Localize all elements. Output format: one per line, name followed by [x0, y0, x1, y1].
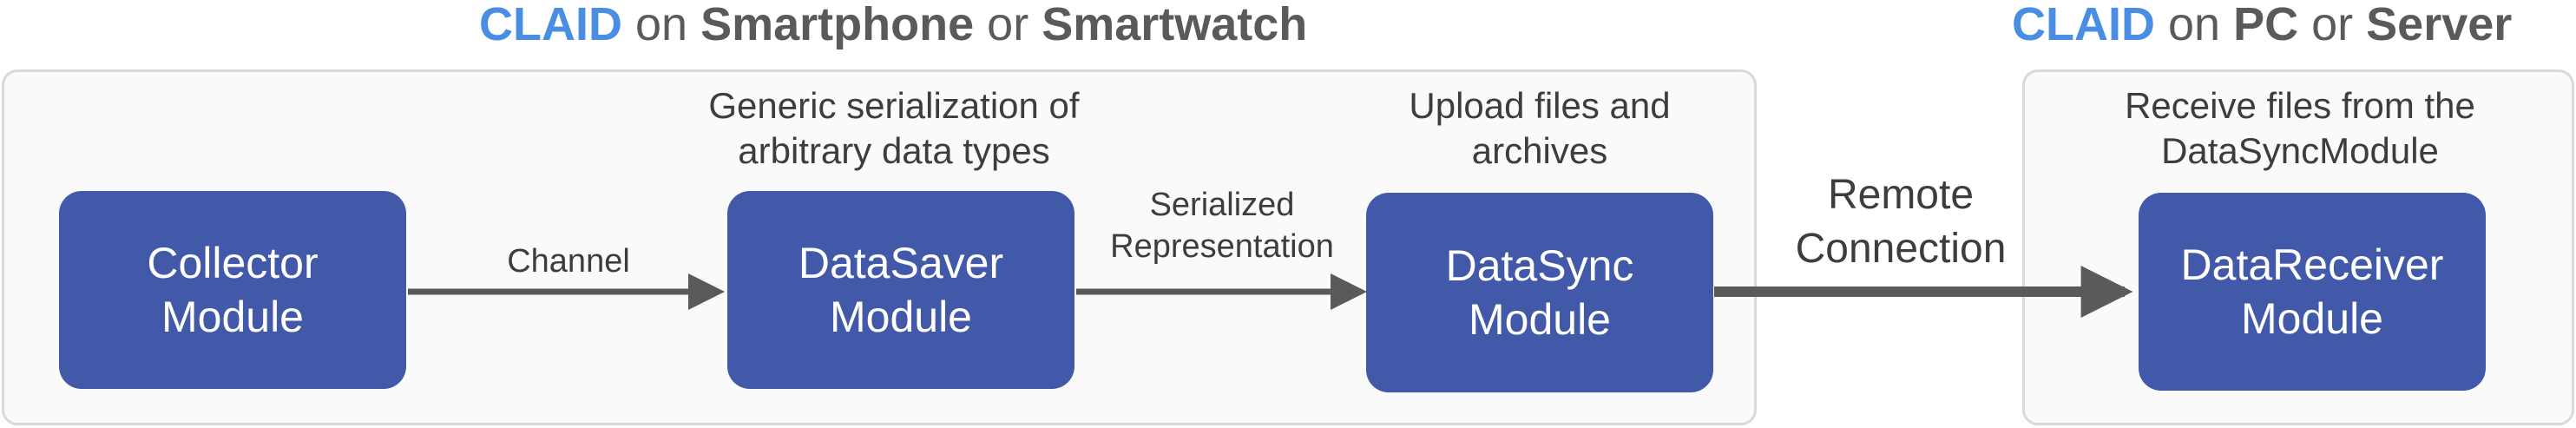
datareceiver-caption: Receive files from the DataSyncModule — [2048, 83, 2552, 174]
left-heading: CLAID on Smartphone or Smartwatch — [479, 0, 1307, 52]
channel-label-line1: Channel — [507, 243, 630, 280]
datareceiver-module-line2: Module — [2241, 294, 2383, 343]
left-heading-on: on — [635, 0, 688, 50]
datasaver-caption-line1: Generic serialization of — [708, 85, 1080, 126]
datasaver-module: DataSaver Module — [727, 191, 1074, 389]
datasync-caption-line2: archives — [1471, 130, 1608, 171]
datasync-caption: Upload files and archives — [1323, 83, 1757, 174]
serialized-label-line1: Serialized — [1149, 187, 1295, 223]
datasaver-caption-line2: arbitrary data types — [738, 130, 1050, 171]
right-heading-claid: CLAID — [2012, 0, 2155, 50]
right-heading-or: or — [2311, 0, 2354, 50]
serialized-label: Serialized Representation — [1074, 184, 1370, 267]
left-heading-device2: Smartwatch — [1042, 0, 1308, 50]
left-heading-device1: Smartphone — [700, 0, 975, 50]
left-heading-or: or — [987, 0, 1029, 50]
datasaver-module-line1: DataSaver — [798, 239, 1004, 287]
channel-label: Channel — [451, 241, 686, 281]
remote-connection-label: Remote Connection — [1771, 168, 2031, 276]
right-heading-device1: PC — [2233, 0, 2299, 50]
remote-connection-label-line1: Remote — [1827, 172, 1975, 218]
collector-module: Collector Module — [59, 191, 406, 389]
datareceiver-module: DataReceiver Module — [2139, 193, 2486, 391]
datasync-module-line2: Module — [1469, 295, 1611, 344]
datasync-module: DataSync Module — [1366, 193, 1713, 392]
left-heading-claid: CLAID — [479, 0, 622, 50]
right-heading-device2: Server — [2366, 0, 2513, 50]
right-heading-on: on — [2168, 0, 2221, 50]
right-heading: CLAID on PC or Server — [2012, 0, 2512, 52]
datasync-caption-line1: Upload files and — [1409, 85, 1671, 126]
collector-module-line2: Module — [161, 293, 304, 341]
datasaver-module-line2: Module — [830, 293, 972, 341]
datareceiver-module-line1: DataReceiver — [2180, 240, 2444, 289]
datasync-module-line1: DataSync — [1445, 241, 1634, 290]
remote-connection-label-line2: Connection — [1795, 226, 2007, 272]
datareceiver-caption-line1: Receive files from the — [2125, 85, 2475, 126]
collector-module-line1: Collector — [147, 239, 319, 287]
serialized-label-line2: Representation — [1110, 228, 1334, 265]
datareceiver-caption-line2: DataSyncModule — [2161, 130, 2439, 171]
datasaver-caption: Generic serialization of arbitrary data … — [634, 83, 1154, 174]
